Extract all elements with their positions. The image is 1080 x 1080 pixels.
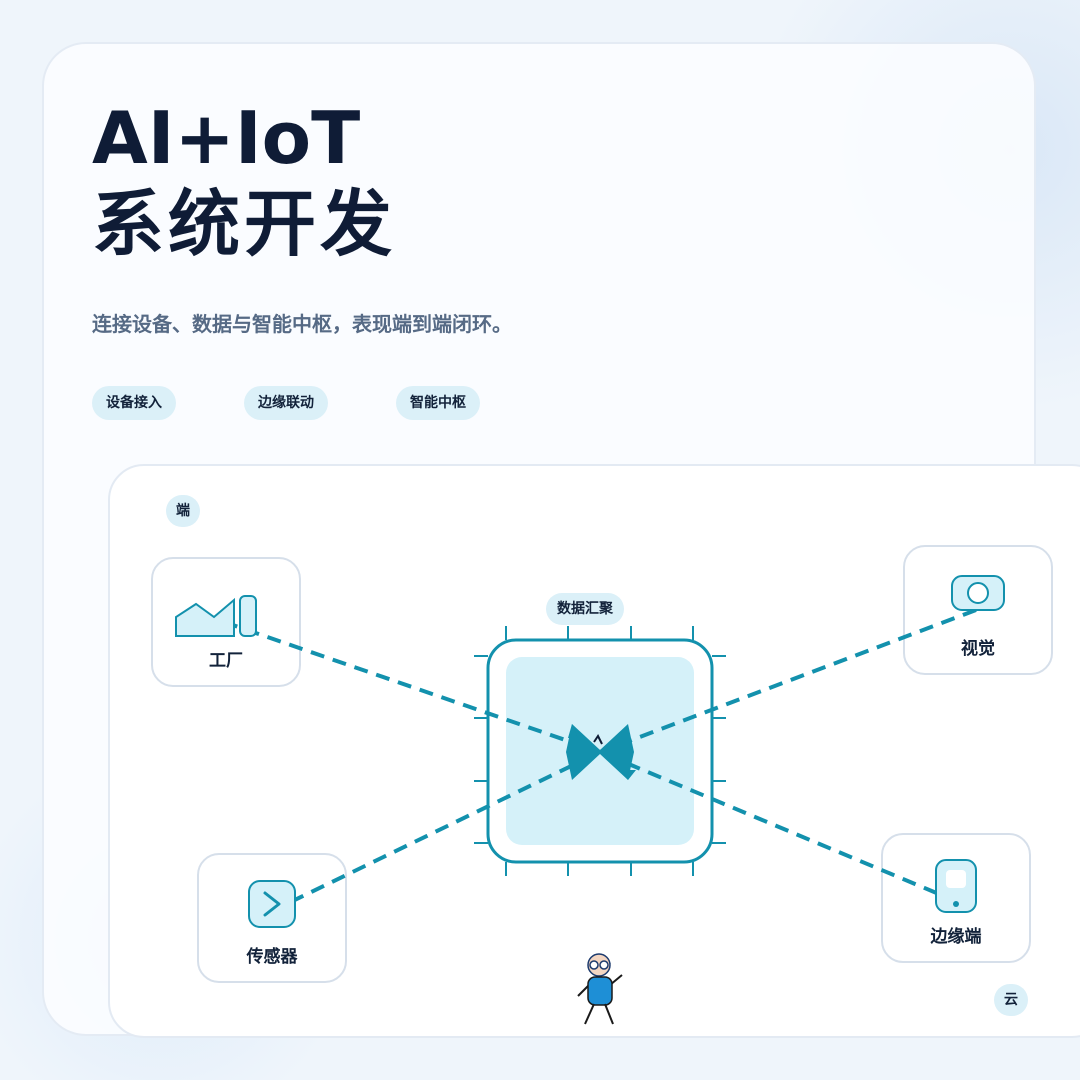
sensor-icon	[248, 880, 296, 928]
hub-junction-icon	[566, 724, 636, 780]
connector-vision	[599, 608, 977, 754]
engineer-character	[577, 953, 623, 1025]
tag-intelligent-hub: 智能中枢	[396, 386, 480, 420]
connector-edge	[599, 750, 959, 904]
edge-device-icon	[935, 859, 977, 913]
node-factory-label: 工厂	[209, 651, 243, 671]
camera-icon	[951, 575, 1005, 611]
page-title-line-2: 系统开发	[92, 182, 397, 266]
node-sensor-label: 传感器	[246, 947, 298, 967]
tag-edge-linkage: 边缘联动	[244, 386, 328, 420]
page-title-line-1: AI+IoT	[92, 96, 361, 180]
corner-label-cloud: 云	[994, 984, 1028, 1016]
page-subtitle: 连接设备、数据与智能中枢，表现端到端闭环。	[92, 312, 512, 336]
hub-chip-pins	[474, 626, 726, 876]
factory-icon	[175, 595, 257, 637]
node-vision-label: 视觉	[961, 639, 995, 659]
tag-device-access: 设备接入	[92, 386, 176, 420]
corner-label-terminal: 端	[166, 495, 200, 527]
connectors	[223, 608, 977, 914]
connector-factory	[223, 620, 601, 754]
connector-sensor	[269, 750, 601, 914]
hub-label: 数据汇聚	[546, 593, 624, 625]
node-edge-label: 边缘端	[930, 927, 982, 947]
